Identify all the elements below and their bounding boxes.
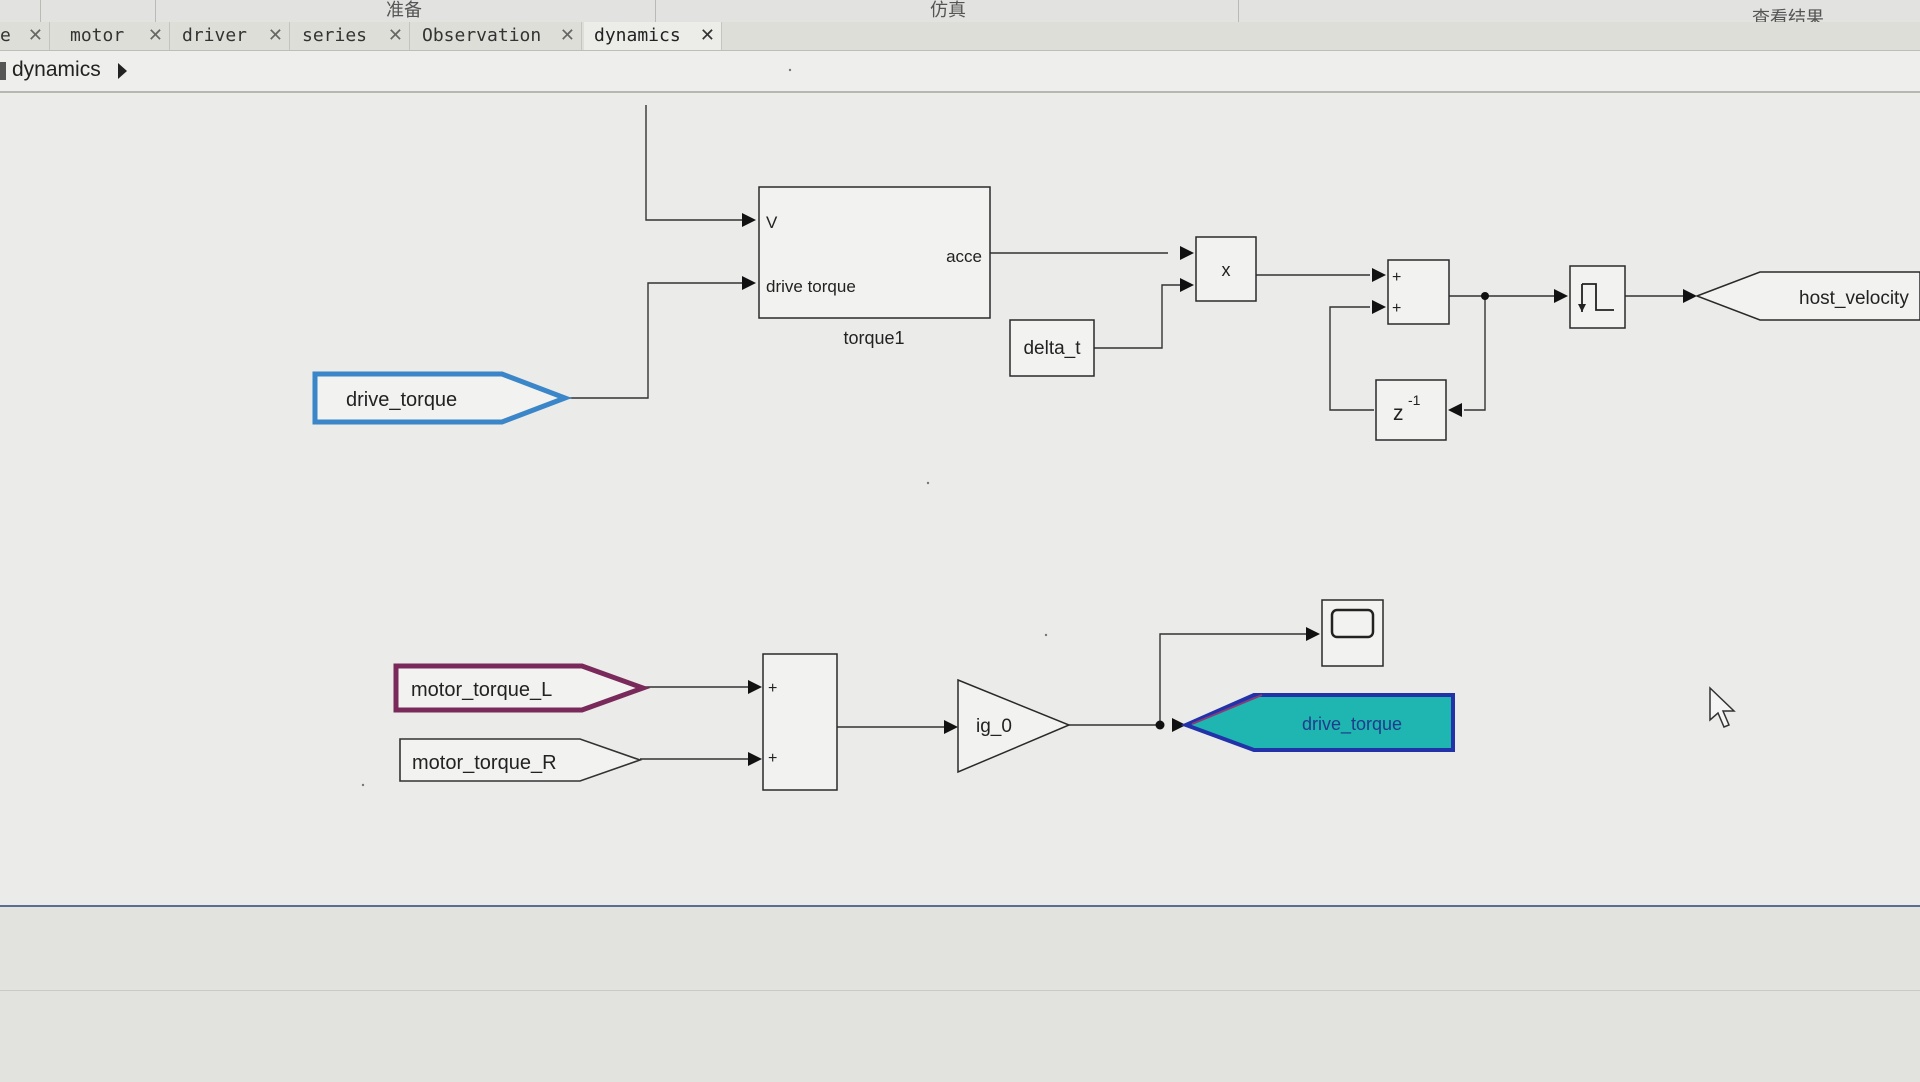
tab-series[interactable]: series ✕: [292, 22, 410, 50]
constant-label: delta_t: [1023, 338, 1081, 359]
sum-block-velocity[interactable]: [1387, 259, 1450, 325]
gain-label: ig_0: [976, 716, 1012, 737]
tab-label: dynamics: [594, 25, 681, 46]
signal-line-drive-torque[interactable]: [565, 282, 742, 399]
tab-label: motor: [70, 25, 125, 46]
signal-line-to-scope[interactable]: [1159, 633, 1308, 725]
section-prepare[interactable]: 准备: [386, 0, 422, 21]
unit-delay-block[interactable]: [1375, 379, 1447, 441]
model-tab-bar: [0, 22, 1920, 51]
unit-delay-label: z: [1393, 402, 1404, 425]
product-label: x: [1222, 260, 1231, 280]
from-block-label: drive_torque: [346, 389, 457, 411]
canvas-speck: [926, 481, 930, 485]
arrow-icon: [944, 720, 958, 734]
arrow-icon: [742, 276, 756, 290]
close-icon[interactable]: ✕: [27, 25, 43, 46]
mouse-cursor-icon: [1709, 686, 1736, 728]
signal-line-feedback[interactable]: [1464, 296, 1486, 411]
arrow-down-icon: [1578, 304, 1586, 312]
signal-line-delta-t[interactable]: [1094, 284, 1182, 349]
unit-delay-exponent: -1: [1408, 392, 1421, 408]
arrow-icon: [1180, 278, 1194, 292]
arrow-icon: [1180, 246, 1194, 260]
section-simulation[interactable]: 仿真: [930, 0, 966, 21]
scope-icon: [1330, 608, 1375, 639]
close-icon[interactable]: ✕: [699, 25, 715, 46]
signal-line-velocity[interactable]: [645, 105, 742, 221]
tab-motor[interactable]: motor ✕: [60, 22, 170, 50]
port-label-drive-torque: drive torque: [766, 277, 856, 296]
tab-dynamics[interactable]: dynamics ✕: [584, 22, 722, 50]
bottom-panel: [0, 905, 1920, 1082]
from-block-label: motor_torque_R: [412, 752, 557, 774]
close-icon[interactable]: ✕: [147, 25, 163, 46]
tab-label: e: [0, 25, 11, 46]
close-icon[interactable]: ✕: [387, 25, 403, 46]
port-label-acce: acce: [946, 247, 982, 266]
tab-observation[interactable]: Observation ✕: [412, 22, 582, 50]
branch-point: [1155, 720, 1165, 730]
port-label-v: V: [766, 213, 778, 232]
block-diagram[interactable]: V drive torque acce torque1 drive_torque…: [0, 0, 1920, 905]
toolstrip-separator: [155, 0, 156, 22]
from-block-label: motor_torque_L: [411, 679, 552, 701]
from-block-drive-torque[interactable]: [312, 371, 573, 425]
block-highlight: [1191, 694, 1263, 725]
divider: [0, 990, 1920, 991]
breadcrumb: [0, 51, 1920, 93]
tab-e[interactable]: e ✕: [0, 22, 50, 50]
arrow-icon: [1172, 718, 1186, 732]
signal-line-delay-out[interactable]: [1329, 306, 1374, 411]
arrow-icon: [1372, 268, 1386, 282]
canvas-speck: [1044, 633, 1048, 637]
branch-point: [1481, 292, 1489, 300]
tab-driver[interactable]: driver ✕: [172, 22, 290, 50]
sum-sign: +: [1392, 300, 1401, 317]
arrow-icon: [748, 680, 762, 694]
tab-label: series: [302, 25, 368, 46]
close-icon[interactable]: ✕: [559, 25, 575, 46]
saturation-block[interactable]: [1569, 265, 1626, 329]
goto-block-label: drive_torque: [1302, 714, 1402, 735]
goto-block-host-velocity[interactable]: [1694, 271, 1920, 321]
arrow-icon: [742, 213, 756, 227]
toolstrip-separator: [1238, 0, 1239, 22]
arrow-icon: [1683, 289, 1697, 303]
goto-block-label: host_velocity: [1799, 288, 1909, 309]
canvas-speck: [788, 68, 792, 72]
arrow-icon: [1448, 403, 1462, 417]
product-block[interactable]: [1195, 236, 1257, 302]
sum-sign: +: [768, 750, 777, 767]
toolstrip-separator: [40, 0, 41, 22]
sum-sign: +: [768, 680, 777, 697]
arrow-icon: [1306, 627, 1320, 641]
canvas-speck: [361, 783, 365, 787]
constant-delta-t[interactable]: [1009, 319, 1095, 377]
tab-label: Observation: [422, 25, 542, 46]
gain-block-ig-0[interactable]: [957, 678, 1071, 774]
arrow-icon: [748, 752, 762, 766]
tab-label: driver: [182, 25, 248, 46]
sum-sign: +: [1392, 269, 1401, 286]
sum-block-motor-torque[interactable]: [762, 653, 838, 791]
close-icon[interactable]: ✕: [267, 25, 283, 46]
subsystem-torque1[interactable]: [758, 186, 991, 319]
chevron-right-icon[interactable]: [118, 63, 127, 79]
arrow-icon: [1554, 289, 1568, 303]
from-block-motor-torque-r[interactable]: [399, 738, 643, 782]
toolstrip-separator: [655, 0, 656, 22]
arrow-icon: [1372, 300, 1386, 314]
breadcrumb-item-dynamics[interactable]: dynamics: [12, 58, 101, 81]
model-icon: [0, 62, 6, 80]
block-name-torque1[interactable]: torque1: [843, 328, 904, 348]
from-block-motor-torque-l[interactable]: [393, 663, 651, 713]
goto-block-drive-torque[interactable]: [1180, 693, 1455, 752]
